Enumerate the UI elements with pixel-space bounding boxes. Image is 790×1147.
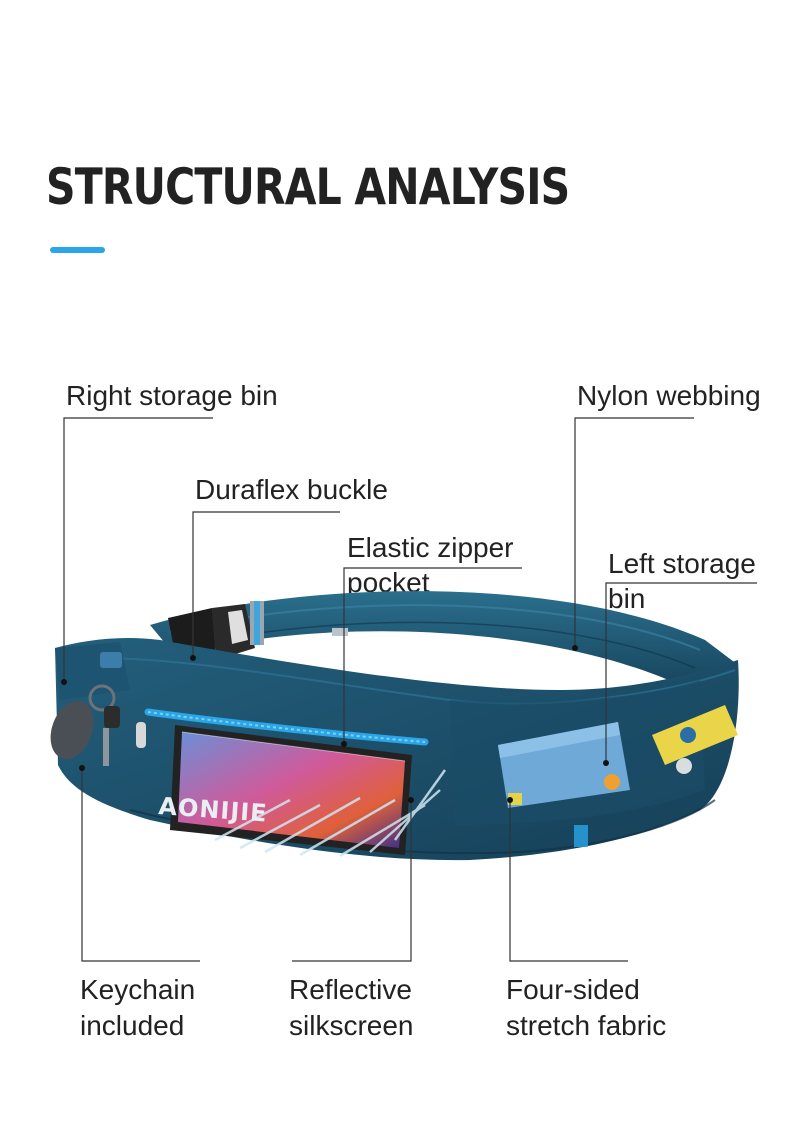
label-left-storage-bin-line2: bin	[608, 583, 646, 614]
leader-left-storage-bin	[605, 582, 757, 763]
label-elastic-zipper-pocket-line1: Elastic zipper	[347, 532, 514, 563]
label-duraflex-buckle: Duraflex buckle	[195, 474, 388, 505]
label-keychain-line1: Keychain	[80, 974, 196, 1005]
label-right-storage-bin: Right storage bin	[66, 380, 278, 411]
label-stretch-fabric-line2: stretch fabric	[506, 1010, 667, 1041]
leader-nylon-webbing	[574, 417, 694, 648]
leader-right-storage-bin	[63, 417, 213, 682]
zipper-pull	[136, 722, 146, 748]
label-left-storage-bin-line1: Left storage	[608, 548, 756, 579]
reflective-silkscreen	[214, 769, 447, 858]
phone-in-window	[170, 725, 412, 855]
zipper	[136, 708, 429, 748]
leader-stretch-fabric	[509, 800, 628, 962]
leader-reflective	[292, 800, 412, 962]
label-reflective-line2: silkscreen	[289, 1010, 414, 1041]
leader-duraflex-buckle	[192, 511, 340, 658]
energy-gel-packet	[652, 705, 738, 774]
callout-dots	[61, 645, 609, 803]
leader-keychain	[81, 768, 200, 962]
side-reflective-tab	[574, 825, 588, 847]
label-reflective-line1: Reflective	[289, 974, 412, 1005]
page-title: STRUCTURAL ANALYSIS	[46, 158, 570, 216]
label-nylon-webbing: Nylon webbing	[577, 380, 761, 411]
strap-reflective-tab	[332, 628, 348, 636]
leader-elastic-zipper-pocket	[343, 567, 522, 744]
label-keychain-line2: included	[80, 1010, 185, 1041]
label-stretch-fabric-line1: Four-sided	[506, 974, 640, 1005]
bank-card	[498, 722, 630, 808]
title-accent-bar	[50, 247, 105, 253]
keychain	[50, 684, 120, 766]
callout-lines	[63, 417, 757, 962]
